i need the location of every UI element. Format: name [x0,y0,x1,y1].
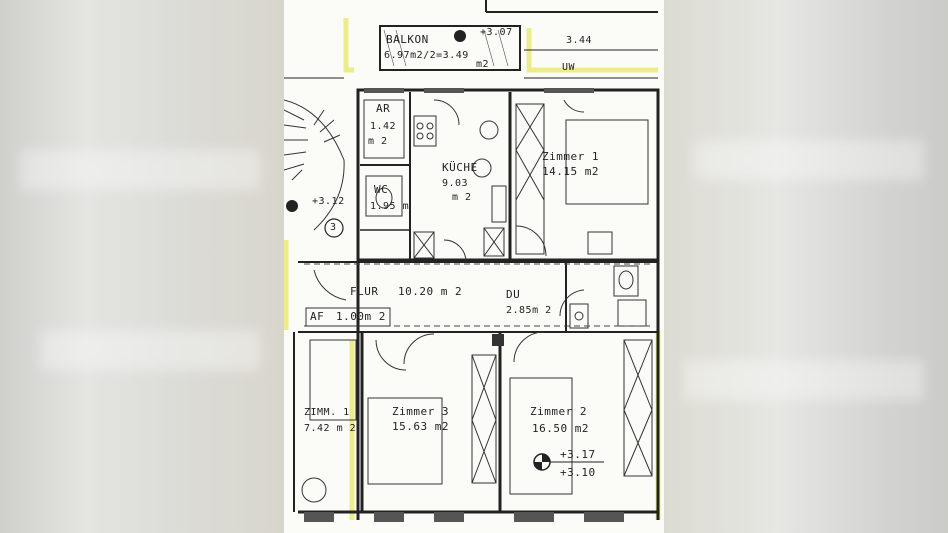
zimmer2-area: 16.50 m2 [532,422,589,435]
doors [313,99,585,371]
kitchen-fixtures [413,115,507,259]
du-fixtures [569,265,647,329]
walls [284,0,660,520]
uw-label: UW [562,62,576,73]
windows [304,88,624,522]
zimmer1-name: Zimmer 1 [542,150,599,163]
level-lower: +3.10 [560,466,596,479]
wc-area: 1.95 m [370,201,410,212]
floor-plan: BALKON 6.97m2/2=3.49 m2 +3.07 3.44 UW AR… [284,0,664,533]
zimmer3-area: 15.63 m2 [392,420,449,433]
wc-name: WC [374,183,389,196]
blurred-background-left [0,0,284,533]
flur-area: 10.20 m 2 [398,285,463,298]
zimmer3-name: Zimmer 3 [392,405,449,418]
ar-unit: m 2 [368,136,388,147]
blur-highlight [694,140,924,180]
floor-plan-drawing [284,0,661,522]
stair-number: 3 [330,222,337,233]
zimmer2-name: Zimmer 2 [530,405,587,418]
shaft-marker [492,334,504,346]
af-box [305,307,391,327]
zimm-left-area: 7.42 m 2 [304,423,357,434]
af-name: AF [310,310,325,323]
blurred-background-right [664,0,948,533]
ar-name: AR [376,102,391,115]
blur-highlight [684,360,924,400]
zimmer1-furniture [515,103,649,255]
balcony-name: BALKON [386,33,429,46]
balcony-level: +3.07 [480,27,513,38]
zimmer1-area: 14.15 m2 [542,165,599,178]
du-name: DU [506,288,521,301]
kitchen-unit: m 2 [452,192,472,203]
hall-level: 3.44 [566,35,593,46]
level-markers [286,30,604,471]
bedroom-furniture [301,339,653,503]
stair-level: +3.12 [312,196,345,207]
af-area: 1.00m 2 [336,310,386,323]
level-upper: +3.17 [560,448,596,461]
wc-fixtures [363,99,405,217]
balcony-unit: m2 [476,59,490,70]
flur-name: FLUR [350,285,379,298]
blur-highlight [20,150,260,190]
balcony-hatching [383,29,509,67]
blur-highlight [40,330,260,370]
kitchen-area: 9.03 [442,178,469,189]
staircase [284,99,345,231]
ar-area: 1.42 [370,121,397,132]
kitchen-name: KÜCHE [442,161,478,174]
flur-dashes [304,263,654,327]
zimm-left-name: ZIMM. 1 [304,407,350,418]
du-area: 2.85m 2 [506,305,552,316]
balcony-area: 6.97m2/2=3.49 [384,50,469,61]
